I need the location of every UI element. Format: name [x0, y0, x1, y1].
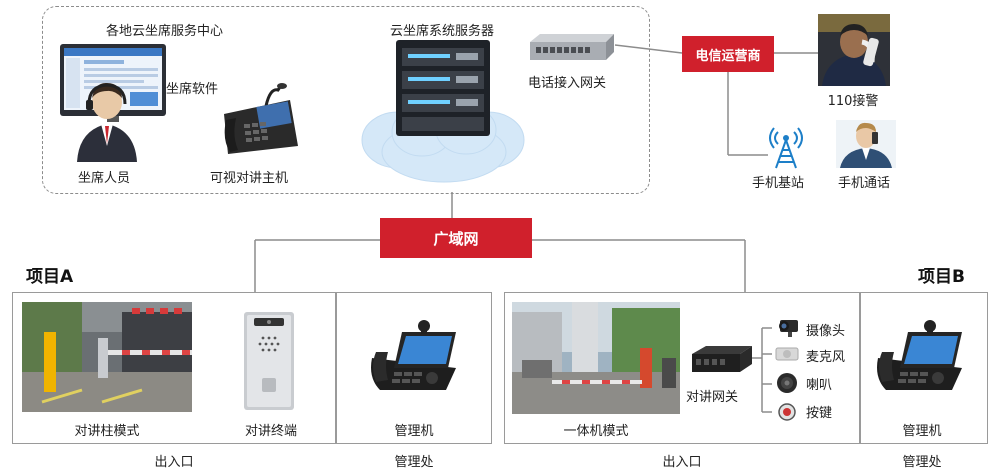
cloud-server-icon: [361, 40, 525, 183]
base-station-icon: [769, 127, 803, 169]
project-a-entrance-frame: [12, 292, 336, 444]
agent-person-icon: [77, 82, 137, 162]
cloud-seat-center-frame: [42, 6, 650, 194]
management-office-b-label: 管理处: [902, 455, 942, 470]
project-b-entrance-label: 出入口: [662, 455, 702, 470]
intercom-gateway-label: 对讲网关: [686, 390, 739, 405]
cloud-server-label: 云坐席系统服务器: [389, 24, 495, 39]
management-office-a-label: 管理处: [394, 455, 434, 470]
monitor-icon: [60, 44, 166, 122]
project-b-title: 项目B: [918, 267, 965, 287]
police-label: 110接警: [827, 94, 879, 109]
telecom-operator-badge: 电信运营商: [682, 36, 774, 72]
mobile-call-label: 手机通话: [838, 176, 891, 191]
manager-device-a-label: 管理机: [394, 424, 434, 439]
cloud-center-title: 各地云坐席服务中心: [106, 24, 224, 39]
manager-phone-b-icon: [877, 320, 962, 390]
base-station-label: 手机基站: [752, 176, 805, 191]
agent-software-label: 坐席软件: [166, 82, 219, 97]
phone-gateway-label: 电话接入网关: [528, 76, 607, 91]
button-icon: [778, 403, 796, 421]
intercom-gateway-icon: [692, 346, 752, 372]
wan-badge: 广域网: [380, 218, 532, 258]
video-intercom-host-icon: [224, 83, 298, 154]
camera-label: 摄像头: [806, 324, 846, 339]
project-a-title: 项目A: [26, 267, 74, 287]
parking-integrated-photo: [512, 302, 680, 414]
camera-icon: [779, 320, 798, 337]
manager-phone-a-icon: [371, 320, 456, 390]
speaker-label: 喇叭: [806, 378, 833, 393]
microphone-label: 麦克风: [806, 350, 846, 365]
speaker-icon: [777, 373, 797, 393]
project-b-entrance-frame: [504, 292, 860, 444]
mobile-call-person-icon: [836, 120, 896, 168]
manager-device-b-label: 管理机: [902, 424, 942, 439]
button-label: 按键: [806, 406, 833, 421]
pillar-mode-label: 对讲柱模式: [74, 424, 140, 439]
video-intercom-host-label: 可视对讲主机: [210, 171, 289, 186]
project-b-management-frame: [860, 292, 988, 444]
intercom-terminal-label: 对讲终端: [244, 424, 298, 439]
project-a-management-frame: [336, 292, 492, 444]
agent-person-label: 坐席人员: [78, 171, 131, 186]
phone-gateway-icon: [530, 34, 614, 60]
police-officer-icon: [818, 14, 890, 86]
microphone-icon: [775, 347, 799, 361]
intercom-terminal-icon: [244, 312, 294, 410]
parking-pillar-photo: [22, 302, 192, 412]
project-a-entrance-label: 出入口: [154, 455, 194, 470]
integrated-mode-label: 一体机模式: [563, 424, 629, 439]
